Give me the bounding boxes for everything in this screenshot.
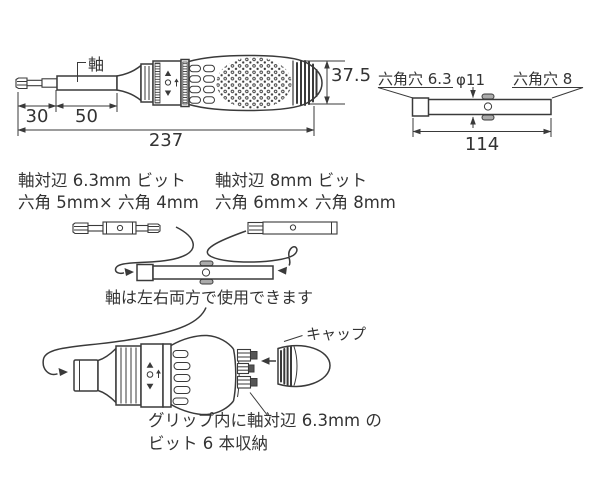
adapter-shaft-drawing [411, 93, 552, 121]
bit8-sizes: 六角 6mm× 六角 8mm [215, 193, 396, 212]
cap-label: キャップ [306, 325, 366, 343]
handle-grip-dots [216, 57, 292, 109]
main-screwdriver-view: 軸 [15, 54, 371, 151]
hex-hole-right-label: 六角穴 8 [513, 70, 572, 88]
adapter-dimension: 114 [412, 118, 552, 155]
handle-vent-slots [189, 64, 215, 104]
dim-overall-length: 237 [149, 130, 183, 151]
stored-bits-drawing [236, 348, 258, 389]
bit63-flow-arrow-curve [114, 226, 194, 275]
storage-flow-arrowhead [58, 368, 68, 376]
diameter-label: φ11 [456, 71, 485, 89]
dim-shaft-length: 50 [75, 106, 98, 127]
shaft-adapter-view: 六角穴 6.3 φ11 六角穴 8 114 [377, 70, 584, 155]
main-view-dimensions: 30 50 237 37.5 [17, 60, 371, 151]
cap-insert-arrowhead [261, 357, 270, 365]
bit8-flow-arrowhead [277, 266, 287, 275]
hex-hole-left-leader [377, 87, 453, 99]
storage-selector-marks [146, 362, 161, 390]
cap-leader-line [283, 335, 303, 342]
reversible-shaft-drawing [136, 260, 274, 285]
handle-drawing [188, 54, 323, 112]
shaft-callout-line [77, 62, 86, 82]
hex-hole-left-label: 六角穴 6.3 [378, 70, 452, 88]
bit-tip-drawing [15, 77, 58, 90]
bit63-flow-arrowhead [124, 268, 134, 276]
storage-screwdriver-drawing [73, 334, 258, 416]
dim-bit-length: 30 [26, 106, 49, 127]
storage-note-line2: ビット 6 本収納 [148, 434, 268, 453]
hex-hole-right-leader [512, 87, 584, 99]
shaft-reversible-note: 軸は左右両方で使用できます [105, 288, 313, 307]
bits-section: 軸対辺 6.3mm ビット 六角 5mm× 六角 4mm 軸対辺 8mm ビット… [18, 171, 396, 307]
bit63-sizes: 六角 5mm× 六角 4mm [18, 193, 199, 212]
storage-vent-slots [172, 350, 191, 405]
bit8-flow-arrow-curve [206, 230, 298, 266]
bit63-drawing [72, 221, 161, 235]
storage-note-line1: グリップ内に軸対辺 6.3mm の [148, 411, 382, 430]
shaft-callout-label: 軸 [88, 55, 104, 74]
ratchet-selector-marks [164, 70, 179, 96]
storage-flow-curve [42, 307, 207, 376]
dim-grip-diameter: 37.5 [331, 65, 371, 86]
shaft-drawing [56, 75, 118, 91]
bit63-title: 軸対辺 6.3mm ビット [18, 171, 186, 190]
storage-section: キャップ グリップ内に軸対辺 6.3mm の ビット 6 本収納 [42, 307, 382, 453]
bit8-drawing [247, 221, 338, 235]
storage-note-leader [249, 392, 269, 417]
dim-adapter-length: 114 [465, 134, 499, 155]
handle-end-ribs [292, 60, 318, 106]
cap-drawing [277, 344, 331, 388]
ratchet-head-drawing [116, 58, 190, 108]
bit8-title: 軸対辺 8mm ビット [215, 171, 367, 190]
